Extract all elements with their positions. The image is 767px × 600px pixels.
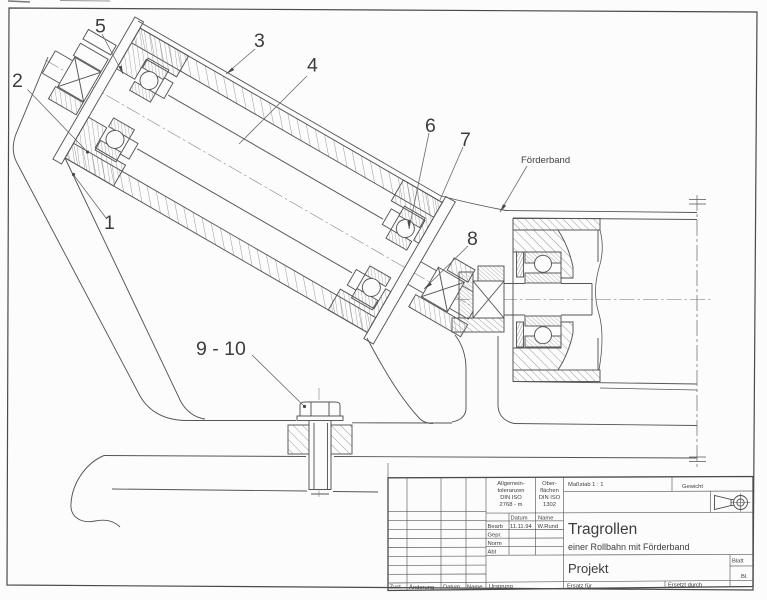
svg-text:1: 1 xyxy=(104,212,115,234)
svg-text:11.11.94: 11.11.94 xyxy=(510,524,532,530)
svg-text:Änderung: Änderung xyxy=(409,584,434,591)
svg-text:Datum: Datum xyxy=(443,585,460,591)
svg-text:5: 5 xyxy=(95,16,106,38)
svg-text:8: 8 xyxy=(467,228,478,250)
svg-text:Projekt: Projekt xyxy=(568,561,609,576)
svg-text:3: 3 xyxy=(254,30,265,52)
svg-text:Blatt: Blatt xyxy=(732,559,744,565)
svg-text:Name: Name xyxy=(538,516,553,522)
svg-text:Tragrollen: Tragrollen xyxy=(568,521,637,538)
svg-text:Gepr.: Gepr. xyxy=(488,533,503,539)
svg-text:Gewicht: Gewicht xyxy=(682,484,703,490)
svg-text:Bl.: Bl. xyxy=(741,574,748,580)
svg-text:Zust: Zust xyxy=(390,585,402,591)
svg-text:Maßstab 1 : 1: Maßstab 1 : 1 xyxy=(568,482,603,488)
svg-text:Ersetzt durch: Ersetzt durch xyxy=(668,583,702,589)
svg-text:7: 7 xyxy=(460,129,471,151)
svg-text:Datum: Datum xyxy=(511,516,528,522)
svg-text:Abt: Abt xyxy=(488,550,497,556)
svg-text:4: 4 xyxy=(307,55,318,77)
svg-text:Ersatz für: Ersatz für xyxy=(567,583,592,589)
svg-text:Ursprung: Ursprung xyxy=(489,584,513,590)
svg-text:2: 2 xyxy=(12,70,23,92)
svg-text:2768 - m: 2768 - m xyxy=(500,502,523,508)
svg-text:Förderband: Förderband xyxy=(521,155,570,166)
svg-text:DIN ISO: DIN ISO xyxy=(539,495,561,501)
svg-text:Norm: Norm xyxy=(488,541,502,547)
svg-text:Name: Name xyxy=(467,584,482,590)
svg-text:Ober-: Ober- xyxy=(542,481,557,487)
svg-text:einer Rollbahn mit Förderband: einer Rollbahn mit Förderband xyxy=(568,542,690,552)
svg-text:Bearb: Bearb xyxy=(488,524,503,530)
svg-text:flächen: flächen xyxy=(540,488,559,494)
svg-text:1302: 1302 xyxy=(543,502,556,508)
svg-text:9 - 10: 9 - 10 xyxy=(196,338,246,360)
svg-text:toleranzen: toleranzen xyxy=(497,488,524,494)
svg-text:DIN ISO: DIN ISO xyxy=(500,495,522,501)
svg-text:6: 6 xyxy=(425,115,436,137)
svg-text:Allgemein-: Allgemein- xyxy=(497,481,524,487)
svg-text:W.Rund: W.Rund xyxy=(538,524,559,530)
